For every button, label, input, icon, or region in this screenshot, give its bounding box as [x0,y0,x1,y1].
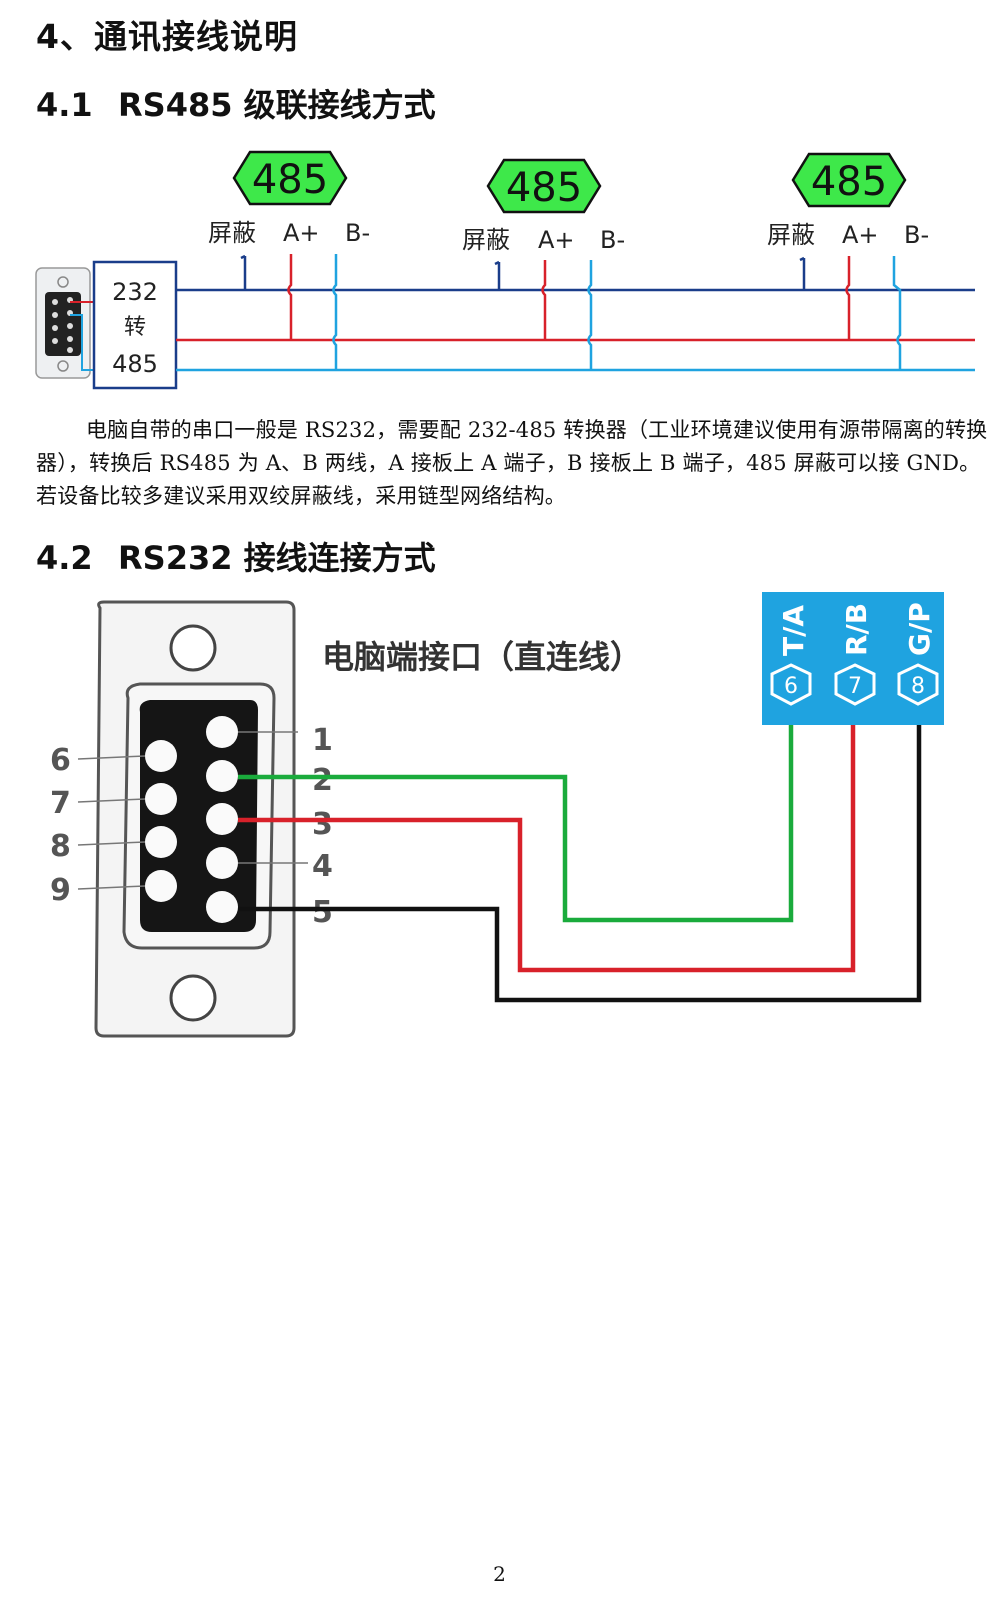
db9-connector [94,600,296,1038]
section-number: 4.2 [36,539,93,577]
terminal-number-7: 7 [848,674,862,699]
green-wire [238,725,794,923]
terminal-number-8: 8 [911,674,925,699]
shield-label: 屏蔽 [462,226,510,254]
section-heading-4-1: 4.1 RS485 级联接线方式 [36,80,436,126]
node-badge: 485 [811,159,887,205]
shield-label: 屏蔽 [767,221,815,249]
pin-labels: 1 2 3 4 5 6 7 8 9 [50,723,333,930]
pin-label-2: 2 [312,763,333,798]
section-number: 4.1 [36,86,93,124]
shield-label: 屏蔽 [208,219,256,247]
converter-box: 232 转 485 [92,260,178,390]
node-badge: 485 [506,165,582,211]
terminal-block: T/A R/B G/P 6 7 8 [762,592,944,725]
section-title: RS485 级联接线方式 [118,86,436,124]
pin-label-7: 7 [50,786,71,821]
b-label: B- [345,219,370,247]
terminal-label-ta: T/A [777,605,810,656]
converter-line-1: 232 [112,278,158,306]
pin-label-6: 6 [50,743,71,778]
a-label: A+ [283,219,320,247]
rs485-cascade-diagram: 232 转 485 485 屏蔽 A+ B- 485 屏蔽 A+ B- 485 … [35,150,975,390]
black-wire [238,725,922,1003]
pin-label-4: 4 [312,849,333,884]
pin-leaders [77,731,308,890]
rs485-node-2: 485 屏蔽 A+ B- [462,158,625,370]
rs485-node-3: 485 屏蔽 A+ B- [767,152,929,370]
node-badge: 485 [252,157,328,203]
pin-label-1: 1 [312,723,333,758]
pin-label-5: 5 [312,895,333,930]
page-heading: 4、通讯接线说明 [36,17,298,56]
page-number: 2 [493,1562,506,1586]
b-label: B- [904,221,929,249]
terminal-label-rb: R/B [840,603,873,656]
section-heading-4-2: 4.2 RS232 接线连接方式 [36,533,436,579]
pin-label-3: 3 [312,807,333,842]
connector-title: 电脑端接口（直连线） [322,638,642,676]
rs485-node-1: 485 屏蔽 A+ B- [208,150,370,370]
converter-line-2: 转 [124,315,146,340]
terminal-label-gp: G/P [903,602,936,656]
converter-line-3: 485 [112,350,158,378]
rs485-description: 电脑自带的串口一般是 RS232，需要配 232-485 转换器（工业环境建议使… [36,418,988,508]
red-wire [238,725,856,973]
pin-label-8: 8 [50,829,71,864]
terminal-number-6: 6 [784,674,798,699]
b-label: B- [600,226,625,254]
a-label: A+ [538,226,575,254]
section-title: RS232 接线连接方式 [118,539,436,577]
rs232-wiring-diagram: 1 2 3 4 5 6 7 8 9 电脑端接口（直连线） T/A R/B G/P… [50,592,944,1038]
a-label: A+ [842,221,879,249]
pin-label-9: 9 [50,873,71,908]
